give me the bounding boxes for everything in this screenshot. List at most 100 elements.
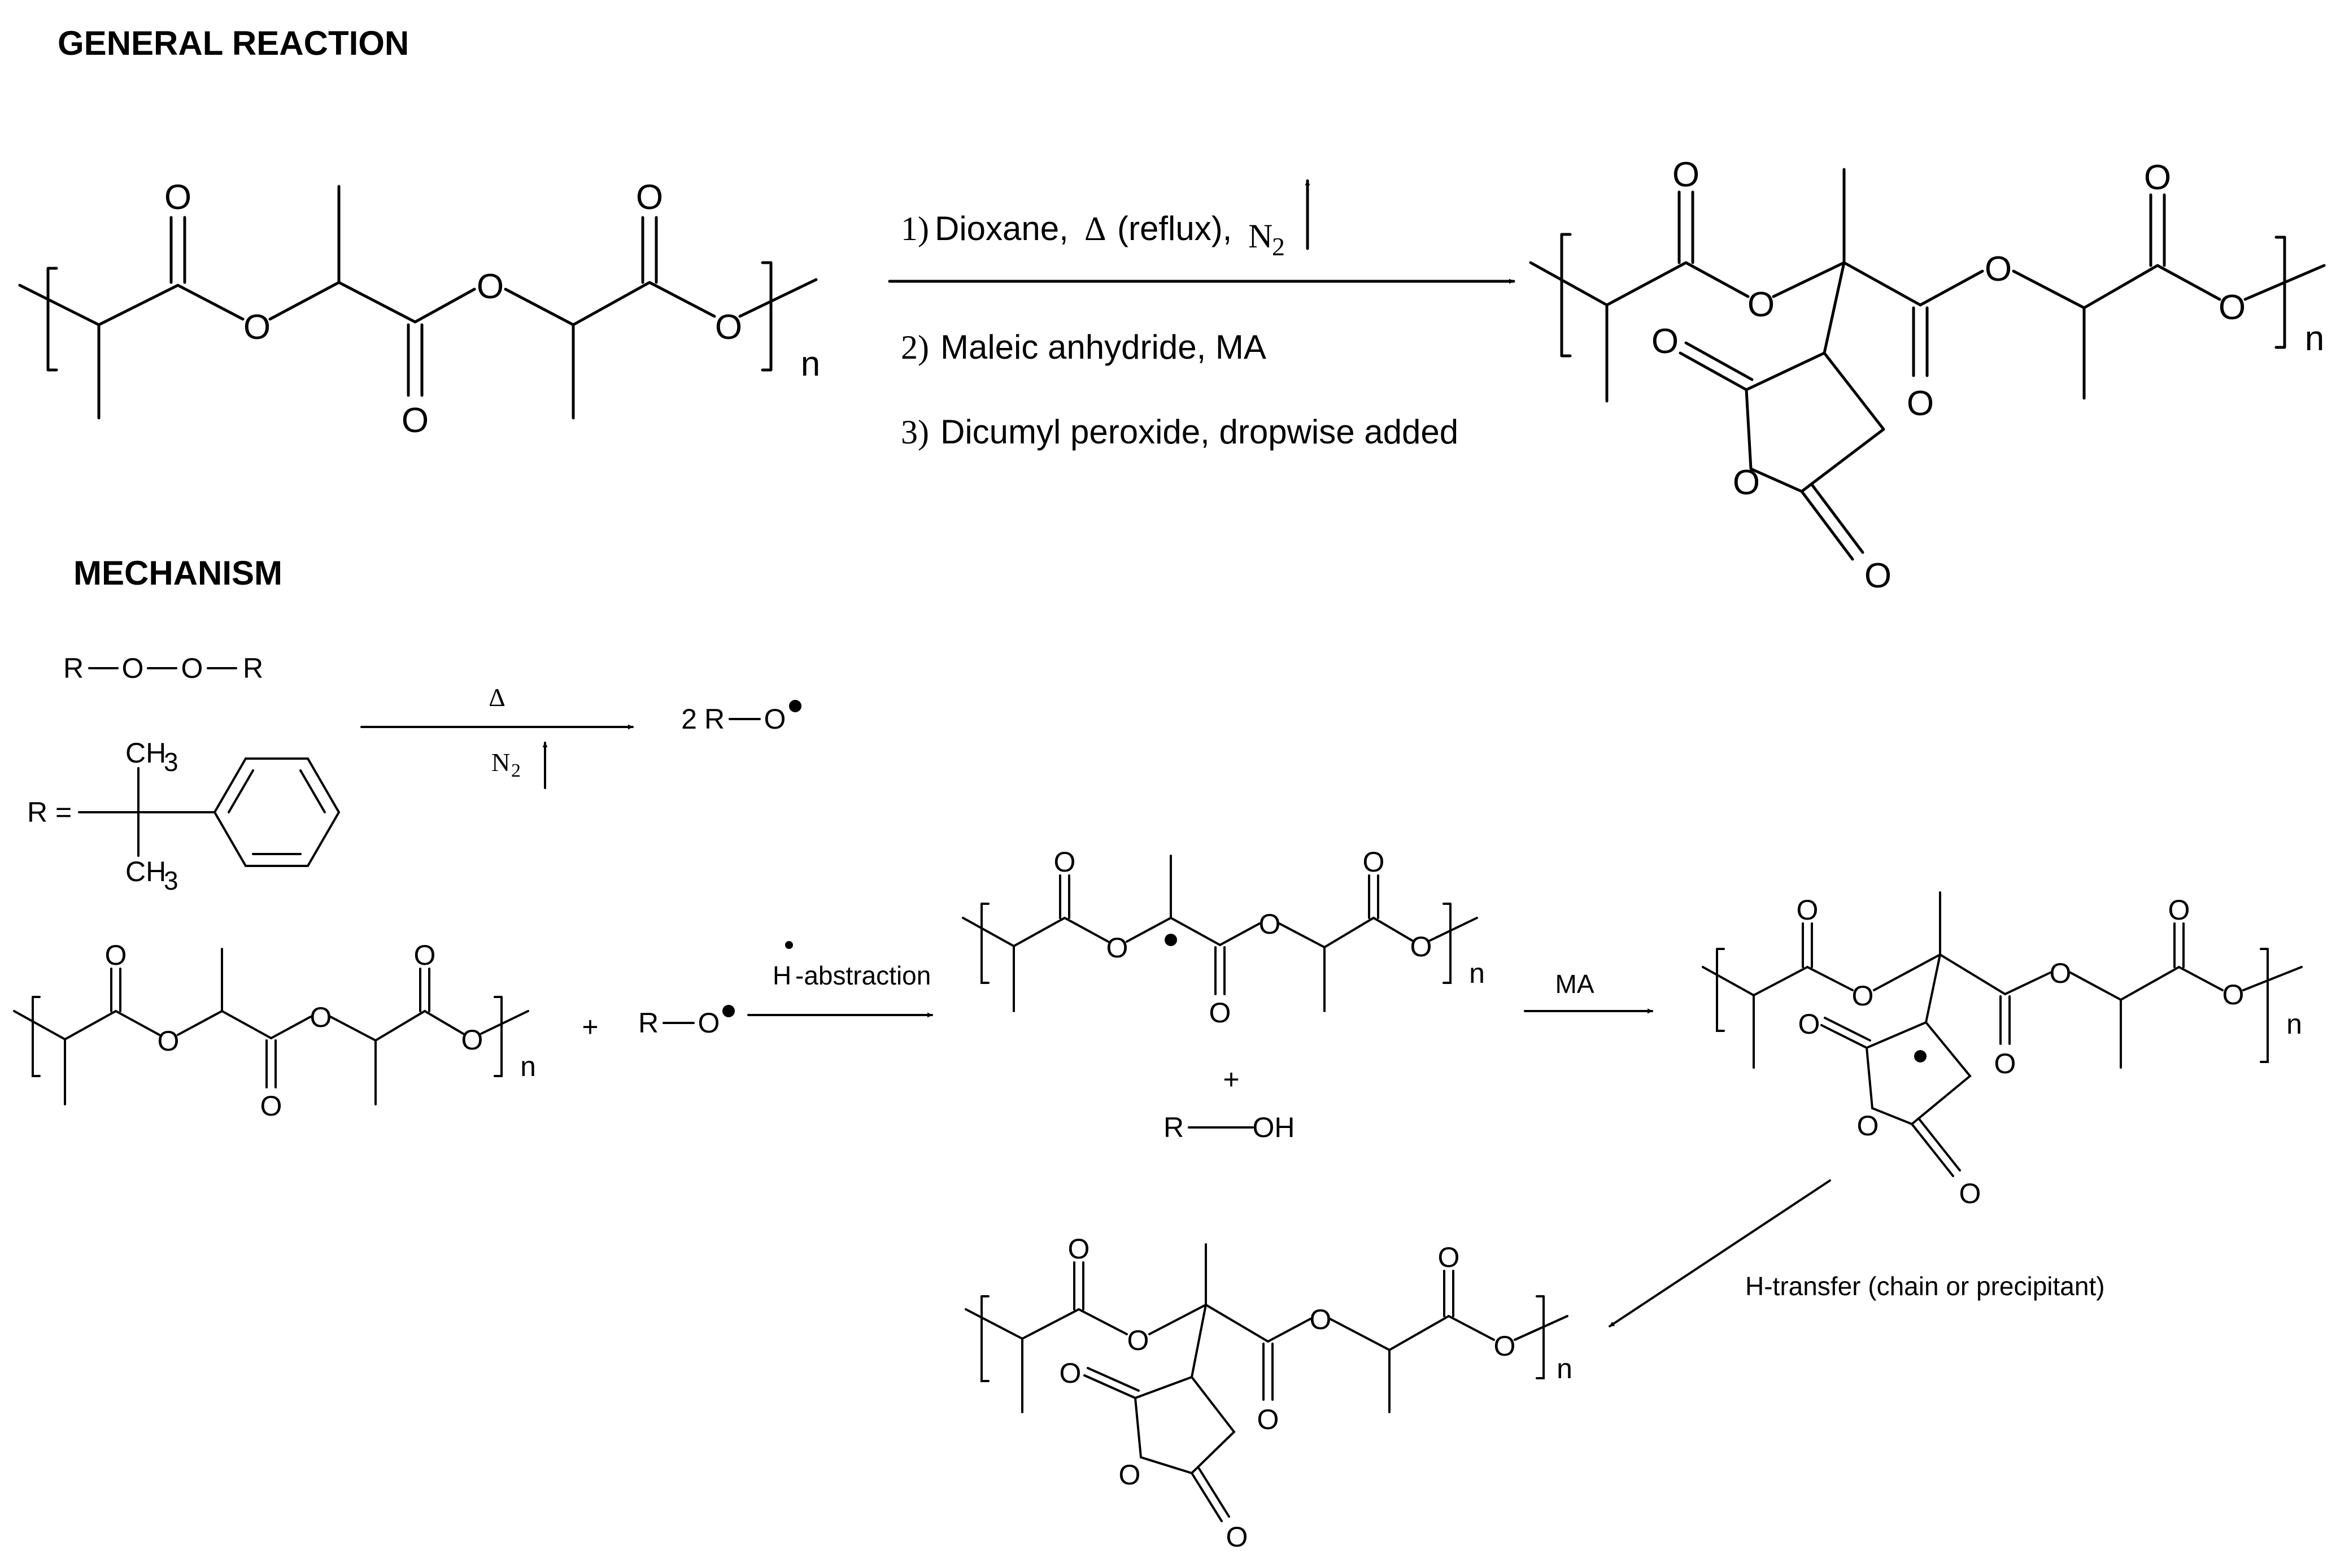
carbonyl-oxygen: O: [1054, 846, 1076, 878]
ester-oxygen: O: [1259, 908, 1281, 940]
radical-dot: [1914, 1050, 1927, 1062]
bracket-left: [980, 1295, 990, 1382]
bracket-right: [494, 996, 503, 1077]
anhydride-ring-oxygen: O: [1733, 463, 1760, 502]
delta-symbol: Δ: [1084, 210, 1106, 247]
bracket-right: [2260, 948, 2269, 1063]
r-group: R: [243, 652, 263, 684]
ester-oxygen: O: [1410, 931, 1432, 962]
anhydride-carbonyl-oxygen: O: [1060, 1357, 1082, 1389]
bracket-left: [1560, 233, 1572, 358]
radical-dot: [1165, 934, 1177, 946]
radical-dot: [789, 700, 801, 712]
carbonyl-oxygen: O: [1994, 1048, 2016, 1079]
ester-oxygen: O: [461, 1024, 483, 1056]
anhydride-ring-oxygen: O: [1119, 1459, 1141, 1491]
nitrogen-label: N: [491, 748, 510, 777]
carbonyl-oxygen: O: [260, 1090, 282, 1122]
ester-oxygen: O: [1127, 1325, 1149, 1356]
general-conditions: 1) Dioxane, Δ (reflux), N 2 2) Maleic an…: [901, 210, 1458, 451]
alkoxy-radical-reactant: R O: [638, 1005, 735, 1039]
methyl-label: CH: [125, 856, 166, 887]
final-grafted-product: O O O O O O n O O O: [965, 1233, 1572, 1553]
radical-dot: [785, 941, 793, 949]
anhydride-carbonyl-oxygen: O: [1651, 322, 1679, 361]
ester-oxygen: O: [2219, 288, 2246, 327]
ester-oxygen: O: [1852, 980, 1874, 1012]
r-group: R: [638, 1007, 659, 1039]
repeat-subscript-n: n: [520, 1051, 536, 1082]
ester-oxygen: O: [1310, 1304, 1332, 1335]
pla-reactant: O O O O O O n: [18, 178, 820, 440]
radical-oxygen: O: [764, 703, 786, 735]
h-transfer-arrow: H-transfer (chain or precipitant): [1609, 1179, 2105, 1327]
hydroxyl-label: OH: [1253, 1112, 1295, 1143]
alkoxy-radical-product: 2 R O: [681, 700, 801, 735]
bracket-left: [32, 996, 41, 1077]
anhydride-ring-oxygen: O: [1857, 1110, 1879, 1142]
cumyl-group-definition: R = CH 3 CH 3: [27, 737, 341, 895]
bracket-right: [1536, 1295, 1545, 1379]
nitrogen-subscript: 2: [1272, 232, 1285, 261]
ester-oxygen: O: [243, 308, 271, 347]
step2-number: 2): [901, 329, 929, 366]
r-group: R: [704, 703, 725, 735]
carbonyl-oxygen: O: [1068, 1233, 1090, 1265]
mechanism-heading: MECHANISM: [73, 554, 282, 592]
step2-reagent: Maleic anhydride, MA: [940, 328, 1266, 366]
carbonyl-oxygen: O: [1907, 384, 1934, 423]
ester-oxygen: O: [2050, 957, 2072, 989]
carbonyl-oxygen: O: [2168, 894, 2190, 926]
anhydride-carbonyl-oxygen: O: [1864, 556, 1892, 595]
pla-macroradical: O O O O O O n: [962, 846, 1485, 1029]
r-group: R: [1163, 1112, 1184, 1143]
homolysis-arrow: Δ N 2: [360, 683, 634, 789]
cumyl-alcohol-byproduct: R OH: [1163, 1112, 1295, 1143]
step1-solvent: Dioxane,: [935, 210, 1069, 247]
phenyl-ring: [213, 757, 341, 867]
step1-reflux: (reflux),: [1117, 210, 1232, 247]
ester-oxygen: O: [1106, 932, 1128, 964]
carbonyl-oxygen: O: [1363, 846, 1385, 878]
methyl-subscript: 3: [164, 866, 178, 895]
ester-oxygen: O: [477, 267, 504, 306]
ester-oxygen: O: [1494, 1330, 1516, 1362]
repeat-subscript-n: n: [2305, 319, 2324, 358]
nitrogen-label: N: [1248, 217, 1272, 255]
ma-addition-arrow: MA: [1524, 969, 1653, 1014]
ester-oxygen: O: [1985, 250, 2012, 289]
ester-oxygen: O: [715, 308, 742, 347]
peroxide-oxygen: O: [122, 652, 144, 684]
anhydride-carbonyl-oxygen: O: [1959, 1178, 1981, 1209]
step1-number: 1): [901, 210, 929, 247]
general-reaction-heading: GENERAL REACTION: [58, 24, 409, 62]
repeat-subscript-n: n: [2286, 1008, 2302, 1040]
ma-label: MA: [1555, 969, 1594, 999]
bracket-left: [46, 267, 58, 372]
ester-oxygen: O: [1747, 285, 1775, 324]
general-reaction-arrow: [888, 179, 1515, 284]
bracket-left: [980, 903, 990, 984]
carbonyl-oxygen: O: [2144, 158, 2171, 197]
carbonyl-oxygen: O: [636, 178, 663, 217]
anhydride-carbonyl-oxygen: O: [1798, 1008, 1820, 1040]
nitrogen-subscript: 2: [511, 760, 521, 781]
anhydride-carbonyl-oxygen: O: [1226, 1521, 1248, 1553]
step3-reagent: Dicumyl peroxide, dropwise added: [940, 413, 1458, 451]
anhydride-radical-adduct: O O O O O O n O O O: [1702, 891, 2303, 1209]
carbonyl-oxygen: O: [414, 939, 436, 971]
bracket-right: [1442, 903, 1452, 984]
plus-sign: +: [582, 1011, 598, 1043]
pla-chain-mechanism: O O O O O O n: [13, 939, 536, 1122]
r-group: R: [63, 652, 84, 684]
h-abstraction-arrow: H -abstraction: [747, 941, 933, 1018]
peroxide-oxygen: O: [181, 652, 203, 684]
repeat-subscript-n: n: [1469, 957, 1485, 989]
carbonyl-oxygen: O: [1438, 1242, 1460, 1273]
ester-oxygen: O: [310, 1001, 332, 1033]
carbonyl-oxygen: O: [1672, 155, 1699, 194]
carbonyl-oxygen: O: [164, 178, 191, 217]
hydrogen-label: H: [773, 961, 791, 990]
abstraction-label: -abstraction: [795, 961, 931, 990]
